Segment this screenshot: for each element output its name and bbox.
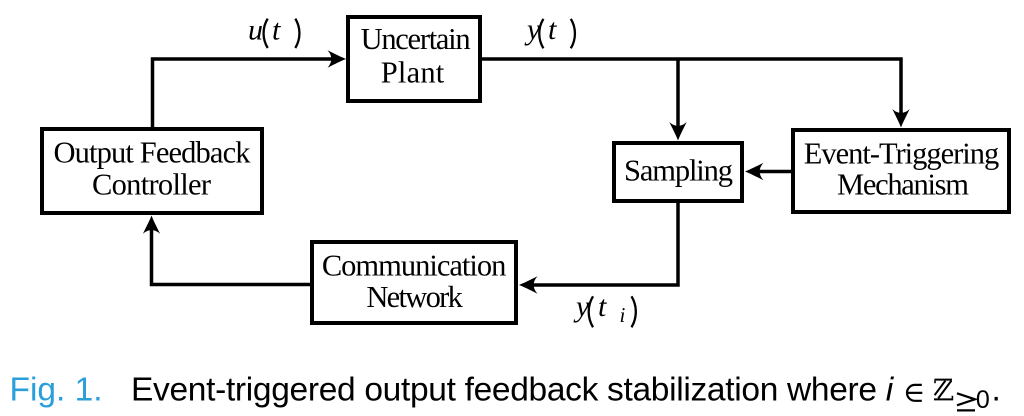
svg-text:Network: Network xyxy=(366,280,463,314)
svg-text:Event-Triggering: Event-Triggering xyxy=(804,137,1000,171)
svg-text:i: i xyxy=(886,372,895,409)
svg-text:Event-triggered output feedbac: Event-triggered output feedback stabiliz… xyxy=(131,372,877,409)
svg-text:yt: yt xyxy=(524,13,557,46)
svg-text:ut: ut xyxy=(248,14,281,47)
svg-text:Uncertain: Uncertain xyxy=(361,22,471,56)
svg-text:Sampling: Sampling xyxy=(624,153,733,187)
svg-text:Plant: Plant xyxy=(381,56,445,90)
svg-text:Fig. 1.: Fig. 1. xyxy=(10,372,103,409)
svg-text:Controller: Controller xyxy=(92,167,211,201)
svg-text:0: 0 xyxy=(976,386,990,414)
svg-text:Communication: Communication xyxy=(322,249,506,283)
svg-text:Output Feedback: Output Feedback xyxy=(54,136,252,170)
svg-text:.: . xyxy=(992,372,1001,409)
svg-text:Mechanism: Mechanism xyxy=(837,168,969,202)
svg-text:yti: yti xyxy=(573,290,626,327)
